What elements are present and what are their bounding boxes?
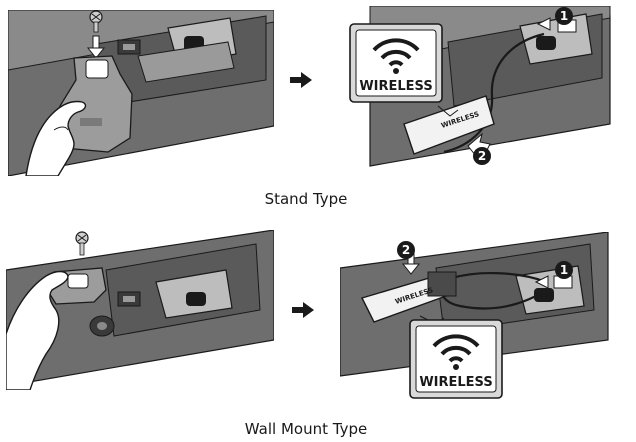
step-marker-1: 1 [555, 7, 573, 25]
svg-text:WIRELESS: WIRELESS [419, 375, 492, 390]
holder-piece [59, 55, 133, 153]
down-arrow-icon [401, 253, 421, 275]
wall-mount-type-caption: Wall Mount Type [244, 420, 368, 438]
stand-step2-illustration: WIRELESS 1 2 WIRELESS [349, 6, 611, 167]
wifi-icon [432, 334, 480, 370]
svg-text:1: 1 [560, 9, 568, 23]
wall-step2-illustration: WIRELESS 2 1 WIRELESS [340, 232, 609, 399]
screw-icon [89, 10, 103, 33]
step-marker-2: 2 [473, 147, 491, 165]
svg-text:2: 2 [478, 149, 486, 163]
svg-text:2: 2 [402, 243, 410, 257]
stand-step1-illustration [8, 10, 274, 176]
mount-hole-icon [89, 315, 115, 337]
svg-text:WIRELESS: WIRELESS [359, 79, 432, 94]
down-arrow-icon [86, 35, 106, 59]
screw-icon [75, 231, 89, 256]
wireless-callout: WIRELESS [409, 319, 503, 399]
next-step-arrow-icon [292, 302, 314, 318]
svg-text:1: 1 [560, 263, 568, 277]
wifi-icon [372, 38, 420, 74]
stand-type-caption: Stand Type [264, 190, 348, 208]
hand-icon [25, 100, 87, 176]
next-step-arrow-icon [290, 72, 312, 88]
wireless-callout: WIRELESS [349, 23, 443, 103]
wireless-dongle: WIRELESS [361, 271, 457, 323]
wireless-dongle: WIRELESS [403, 95, 495, 155]
usb-cable [443, 32, 545, 154]
hand-icon [6, 270, 69, 390]
step-marker-1: 1 [555, 261, 573, 279]
wall-step1-illustration [6, 230, 274, 390]
step-marker-2: 2 [397, 241, 415, 259]
